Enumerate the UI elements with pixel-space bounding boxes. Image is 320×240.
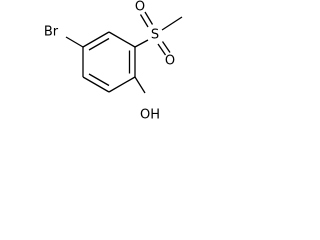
- ring-inner-double-bond-1: [88, 37, 110, 51]
- hydroxyl-atom-label: OH: [140, 108, 160, 123]
- oxygen-upper-atom-label: O: [135, 0, 145, 15]
- bond-s-o-lower-b: [161, 41, 171, 53]
- ring-bond-c2-c3: [108, 31, 136, 48]
- chemical-structure-diagram: Br S O O OH: [44, 0, 183, 123]
- bond-s-o-lower-a: [157, 43, 167, 56]
- sulfur-atom-label: S: [151, 28, 159, 43]
- ring-bond-c1-c2: [82, 31, 110, 48]
- oxygen-lower-atom-label: O: [165, 54, 175, 69]
- bromine-atom-label: Br: [44, 25, 59, 40]
- ring-inner-double-bond-3: [88, 73, 110, 87]
- ring-bond-c5-c6: [82, 76, 110, 93]
- bond-c3-s: [134, 39, 149, 48]
- bond-s-o-upper-a: [139, 14, 149, 28]
- bond-s-o-upper-b: [144, 11, 154, 25]
- bond-c4-o: [134, 76, 146, 94]
- benzene-ring: [82, 31, 136, 93]
- bond-s-methyl: [161, 16, 183, 31]
- bond-c1-br: [65, 36, 84, 48]
- ring-bond-c4-c5: [108, 76, 136, 93]
